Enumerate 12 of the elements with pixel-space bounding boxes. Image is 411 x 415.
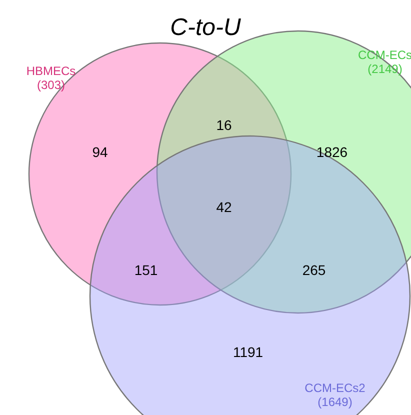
count-label: 265	[302, 262, 326, 278]
chart-title: C-to-U	[169, 14, 242, 42]
set-label: (1649)	[316, 395, 354, 409]
set-label: CCM-ECs2	[304, 381, 366, 395]
count-label: 16	[216, 117, 232, 133]
count-label: 42	[216, 199, 232, 215]
count-label: 94	[92, 144, 108, 160]
count-label: 151	[134, 262, 158, 278]
set-label: HBMECs	[25, 64, 77, 78]
count-label: 1826	[316, 144, 348, 160]
count-label: 1191	[232, 344, 264, 360]
set-label: (303)	[36, 78, 66, 92]
